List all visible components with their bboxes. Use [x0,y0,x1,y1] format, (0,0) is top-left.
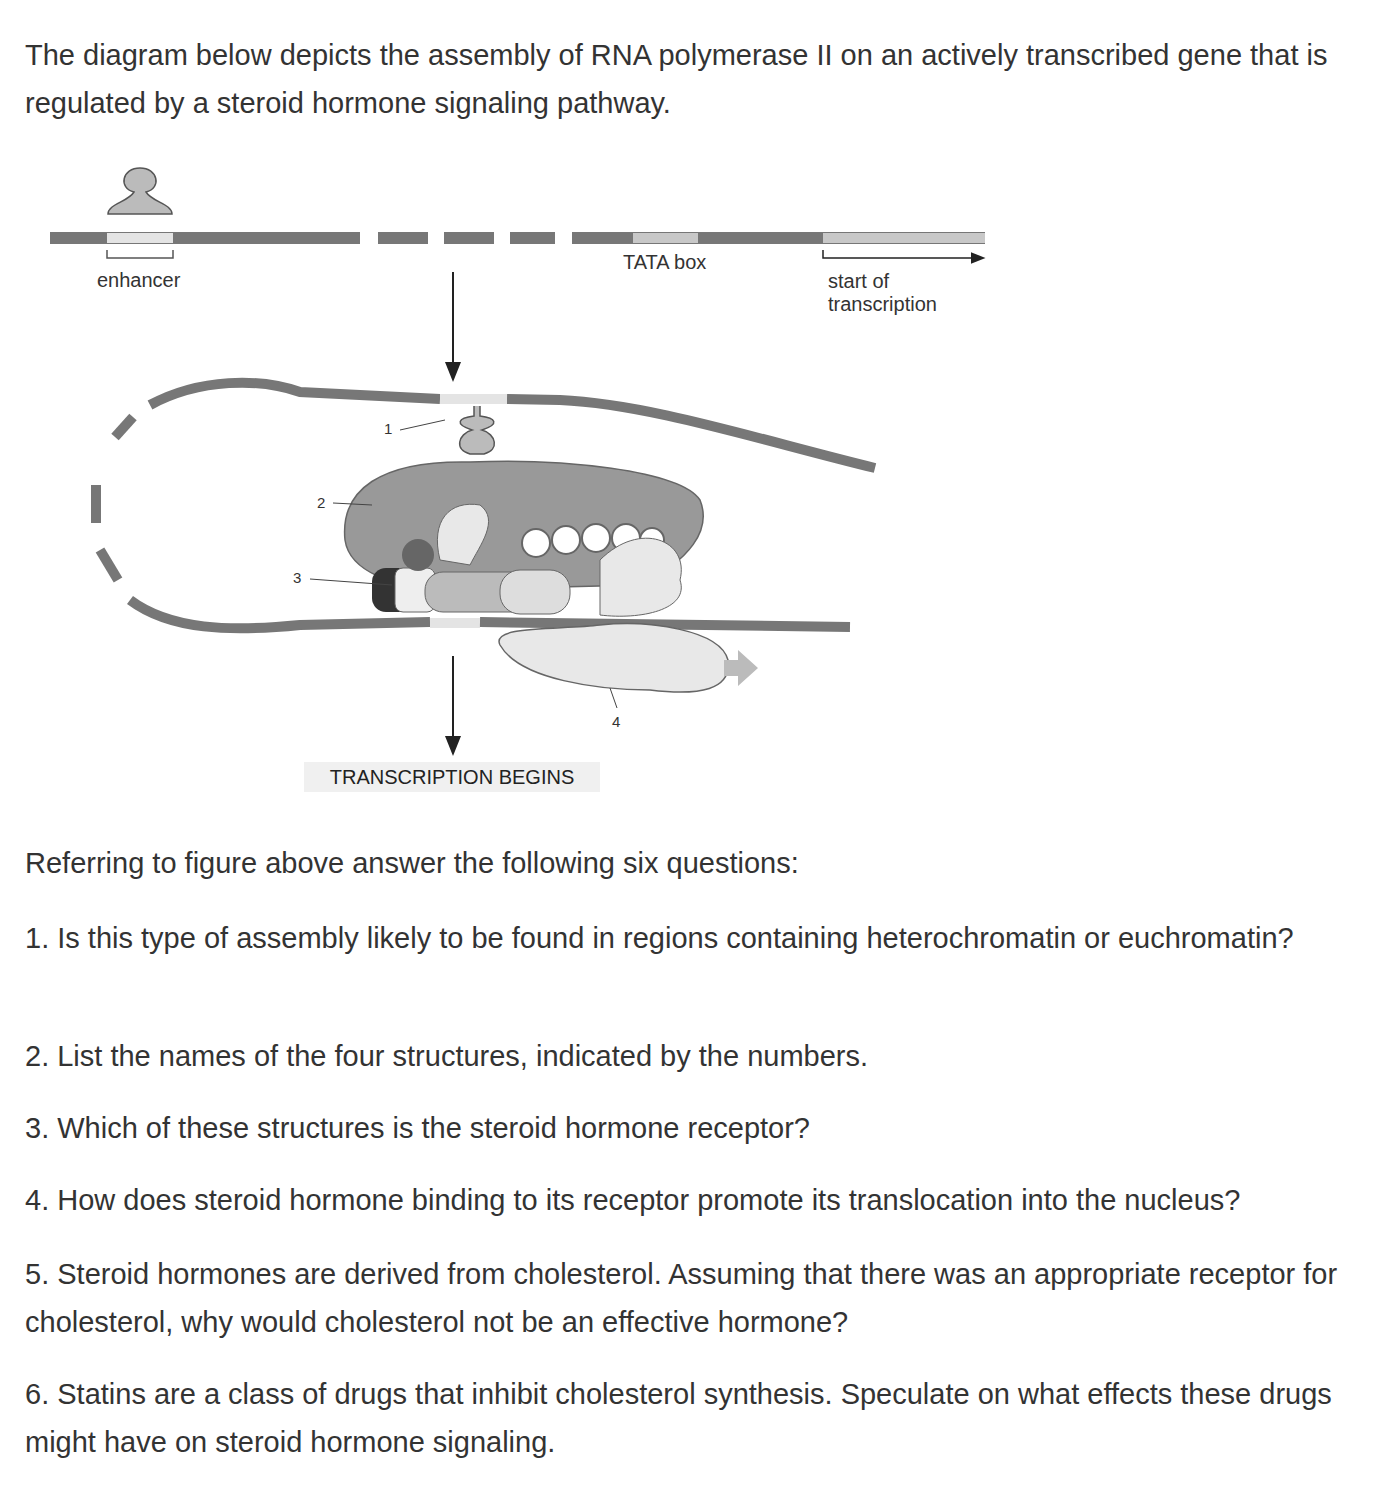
question-text: 1. Is this type of assembly likely to be… [25,914,1375,962]
question-text: 4. How does steroid hormone binding to i… [25,1180,1240,1220]
callout-number: 2 [317,494,325,512]
linear-dna [50,168,985,258]
callout-number: 1 [384,420,392,438]
callout-number: 4 [612,713,620,731]
question-text: 5. Steroid hormones are derived from cho… [25,1250,1365,1346]
callout-number: 3 [293,569,301,587]
question-text: 3. Which of these structures is the ster… [25,1108,810,1148]
label-band: TRANSCRIPTION BEGINS [304,762,600,792]
question-text: 6. Statins are a class of drugs that inh… [25,1370,1365,1466]
dna-label: enhancer [97,268,180,292]
question-text: Referring to figure above answer the fol… [25,843,799,883]
question-text: The diagram below depicts the assembly o… [25,31,1375,127]
question-text: 2. List the names of the four structures… [25,1036,868,1076]
dna-label: start of transcription [828,270,978,316]
dna-label: TATA box [623,250,706,274]
band-text: TRANSCRIPTION BEGINS [330,766,574,789]
leader-lines [310,420,617,708]
looped-dna [96,383,875,692]
